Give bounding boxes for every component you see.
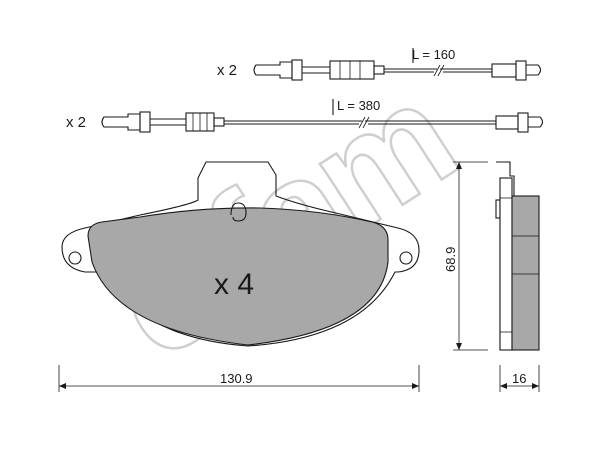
dimension-thickness-value: 16: [512, 371, 526, 386]
sensor-top-length: L = 160: [412, 47, 455, 62]
brake-pad-side: [495, 161, 540, 351]
dimension-thickness: 16: [499, 365, 540, 392]
dimension-width-value: 130.9: [220, 371, 253, 386]
sensor-bottom-quantity: x 2: [66, 114, 86, 131]
dimension-height: 68.9: [443, 161, 488, 351]
wear-sensor-short: x 2 L = 160: [217, 47, 542, 81]
wear-sensor-long: x 2 L = 380: [66, 98, 544, 133]
dimension-height-value: 68.9: [443, 247, 458, 272]
friction-material: [87, 207, 389, 346]
side-friction-material: [511, 195, 540, 351]
brake-pad-front: x 4: [61, 161, 420, 347]
sensor-bottom-length: L = 380: [337, 98, 380, 113]
mounting-hole-right: [399, 251, 413, 265]
side-backing-plate: [499, 177, 513, 351]
pad-quantity: x 4: [214, 268, 254, 301]
sensor-top-quantity: x 2: [217, 62, 237, 79]
mounting-hole-left: [68, 251, 82, 265]
dimension-width: 130.9: [58, 365, 420, 392]
